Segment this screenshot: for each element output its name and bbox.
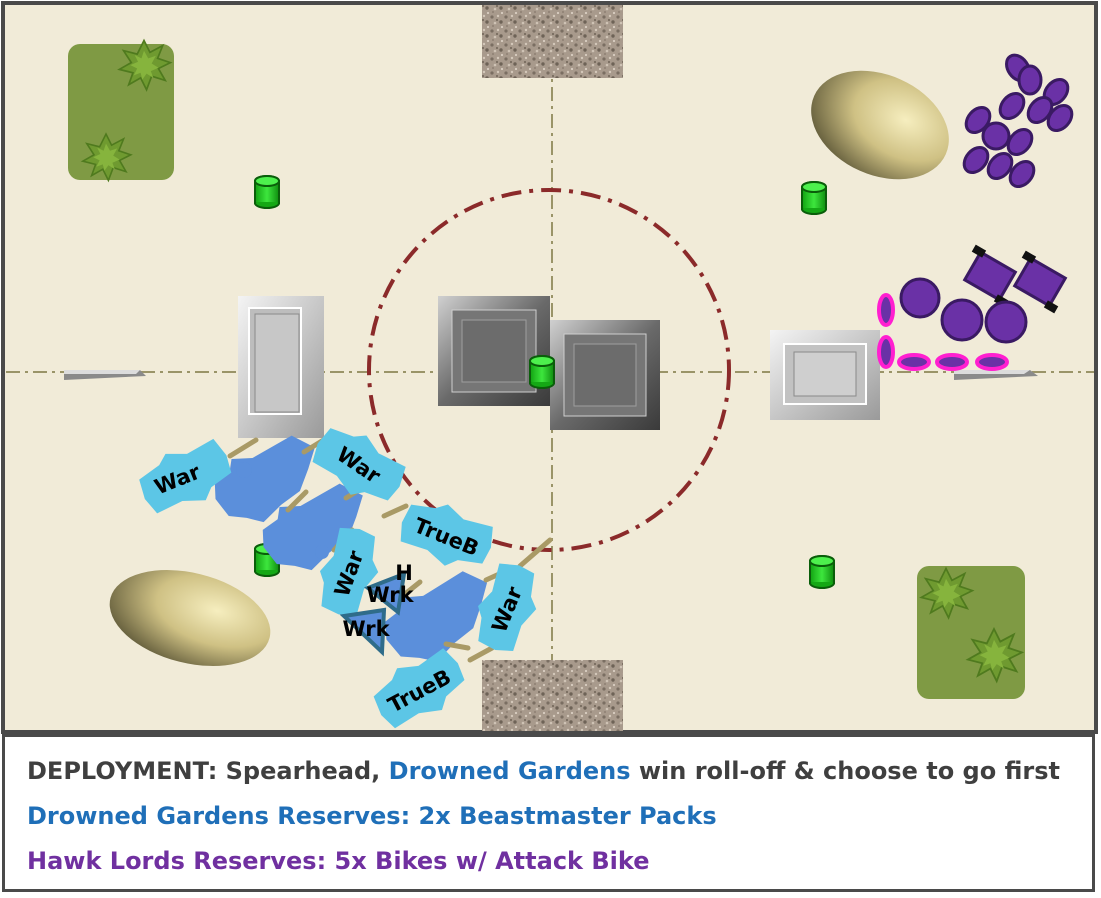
hill-icon [811,70,949,180]
barricade-icon [64,370,146,380]
objective-marker-icon[interactable] [254,175,280,209]
deployment-line: DEPLOYMENT: Spearhead, Drowned Gardens w… [27,757,1060,785]
barricade-icon [954,370,1038,380]
hawk-lords-bikes[interactable] [899,244,1074,344]
drowned-gardens-name: Drowned Gardens [388,757,631,785]
building-icon [770,330,880,420]
building-icon [550,320,660,430]
hawk-lords-infantry-squad[interactable] [959,51,1076,191]
war-unit[interactable]: War [465,556,550,659]
svg-text:Wrk: Wrk [342,617,390,641]
deployment-prefix: DEPLOYMENT: Spearhead, [27,757,389,785]
svg-text:H: H [395,561,413,585]
hawk-lords-magenta-squad[interactable] [877,293,1009,371]
war-unit[interactable]: War [308,521,390,623]
wrk-unit[interactable]: Wrk [364,570,415,616]
center-objective-circle [367,188,731,552]
building-icon [438,296,550,406]
forest-icon [917,566,1025,699]
wrk-unit[interactable]: Wrk [339,607,391,657]
building-icon [238,296,324,438]
hawk-lords-reserves: Hawk Lords Reserves: 5x Bikes w/ Attack … [27,847,650,875]
objective-marker-icon[interactable] [801,181,827,215]
deployment-suffix: win roll-off & choose to go first [630,757,1060,785]
rubble-bottom [482,660,623,731]
drowned-gardens-monsters[interactable] [204,429,507,676]
svg-text:Wrk: Wrk [366,583,414,607]
hill-icon [109,570,271,666]
deployment-caption: DEPLOYMENT: Spearhead, Drowned Gardens w… [2,734,1095,892]
objective-marker-icon[interactable] [809,555,835,589]
drowned-gardens-reserves: Drowned Gardens Reserves: 2x Beastmaster… [27,802,717,830]
forest-icon [68,39,174,182]
h-unit[interactable]: H [395,561,413,585]
objective-marker-icon[interactable] [529,355,555,389]
battle-map: War War War War TrueB TrueB Wrk Wrk H [1,1,1098,735]
rubble-top [482,5,623,78]
war-unit[interactable]: War [132,432,240,522]
